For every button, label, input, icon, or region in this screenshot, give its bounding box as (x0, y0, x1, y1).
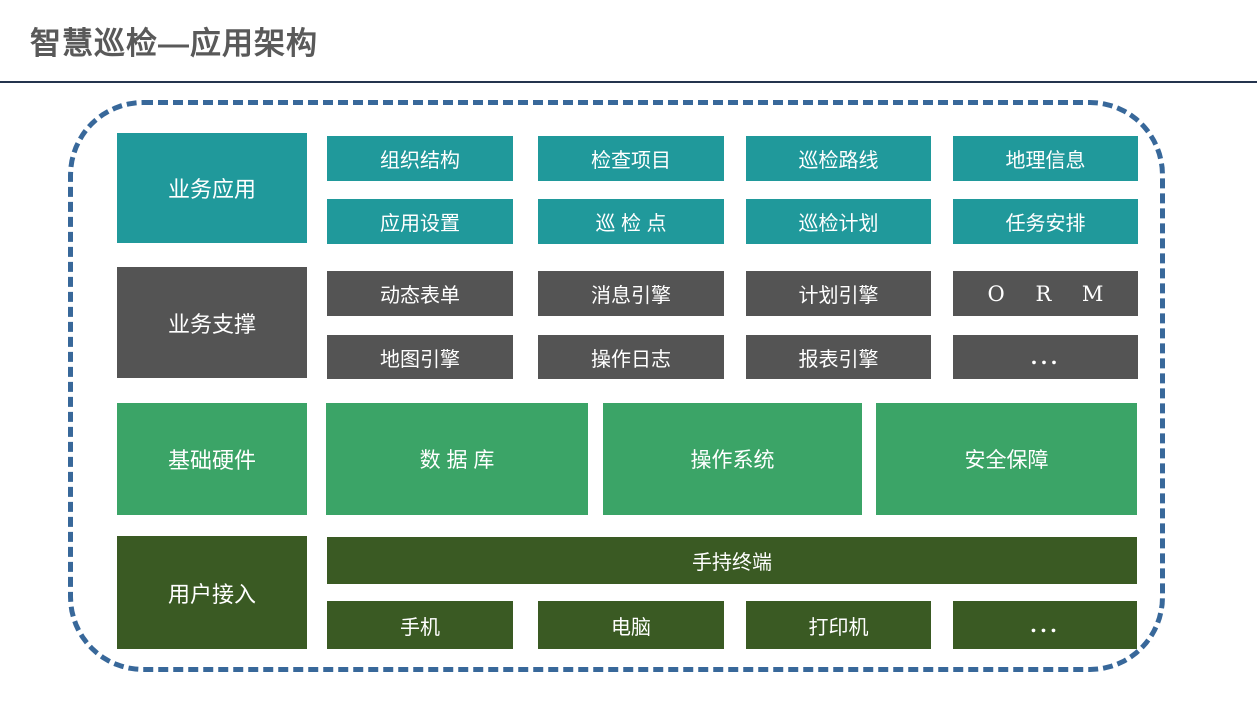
layer-label-business-support: 业务支撑 (117, 267, 307, 378)
box-security: 安全保障 (876, 403, 1137, 515)
page-title: 智慧巡检—应用架构 (30, 26, 318, 61)
box-patrol-route: 巡检路线 (746, 136, 931, 181)
box-message-engine: 消息引擎 (538, 271, 724, 316)
box-handheld-terminal: 手持终端 (327, 537, 1137, 584)
box-map-engine: 地图引擎 (327, 335, 513, 379)
architecture-frame (68, 100, 1165, 672)
box-database: 数 据 库 (326, 403, 588, 515)
box-mobile-phone: 手机 (327, 601, 513, 649)
box-operating-system: 操作系统 (603, 403, 862, 515)
layer-label-user-access: 用户接入 (117, 536, 307, 649)
box-orm: O R M (953, 271, 1138, 316)
box-dynamic-form: 动态表单 (327, 271, 513, 316)
box-operation-log: 操作日志 (538, 335, 724, 379)
box-app-settings: 应用设置 (327, 199, 513, 244)
box-report-engine: 报表引擎 (746, 335, 931, 379)
box-plan-engine: 计划引擎 (746, 271, 931, 316)
box-patrol-point: 巡 检 点 (538, 199, 724, 244)
layer-label-basic-hardware: 基础硬件 (117, 403, 307, 515)
box-printer: 打印机 (746, 601, 931, 649)
box-task-schedule: 任务安排 (953, 199, 1138, 244)
box-geo-info: 地理信息 (953, 136, 1138, 181)
box-computer: 电脑 (538, 601, 724, 649)
title-divider (0, 81, 1257, 83)
box-patrol-plan: 巡检计划 (746, 199, 931, 244)
layer-label-business-apps: 业务应用 (117, 133, 307, 243)
box-org-structure: 组织结构 (327, 136, 513, 181)
box-access-more: ... (953, 601, 1137, 649)
box-inspection-items: 检查项目 (538, 136, 724, 181)
box-support-more: ... (953, 335, 1138, 379)
